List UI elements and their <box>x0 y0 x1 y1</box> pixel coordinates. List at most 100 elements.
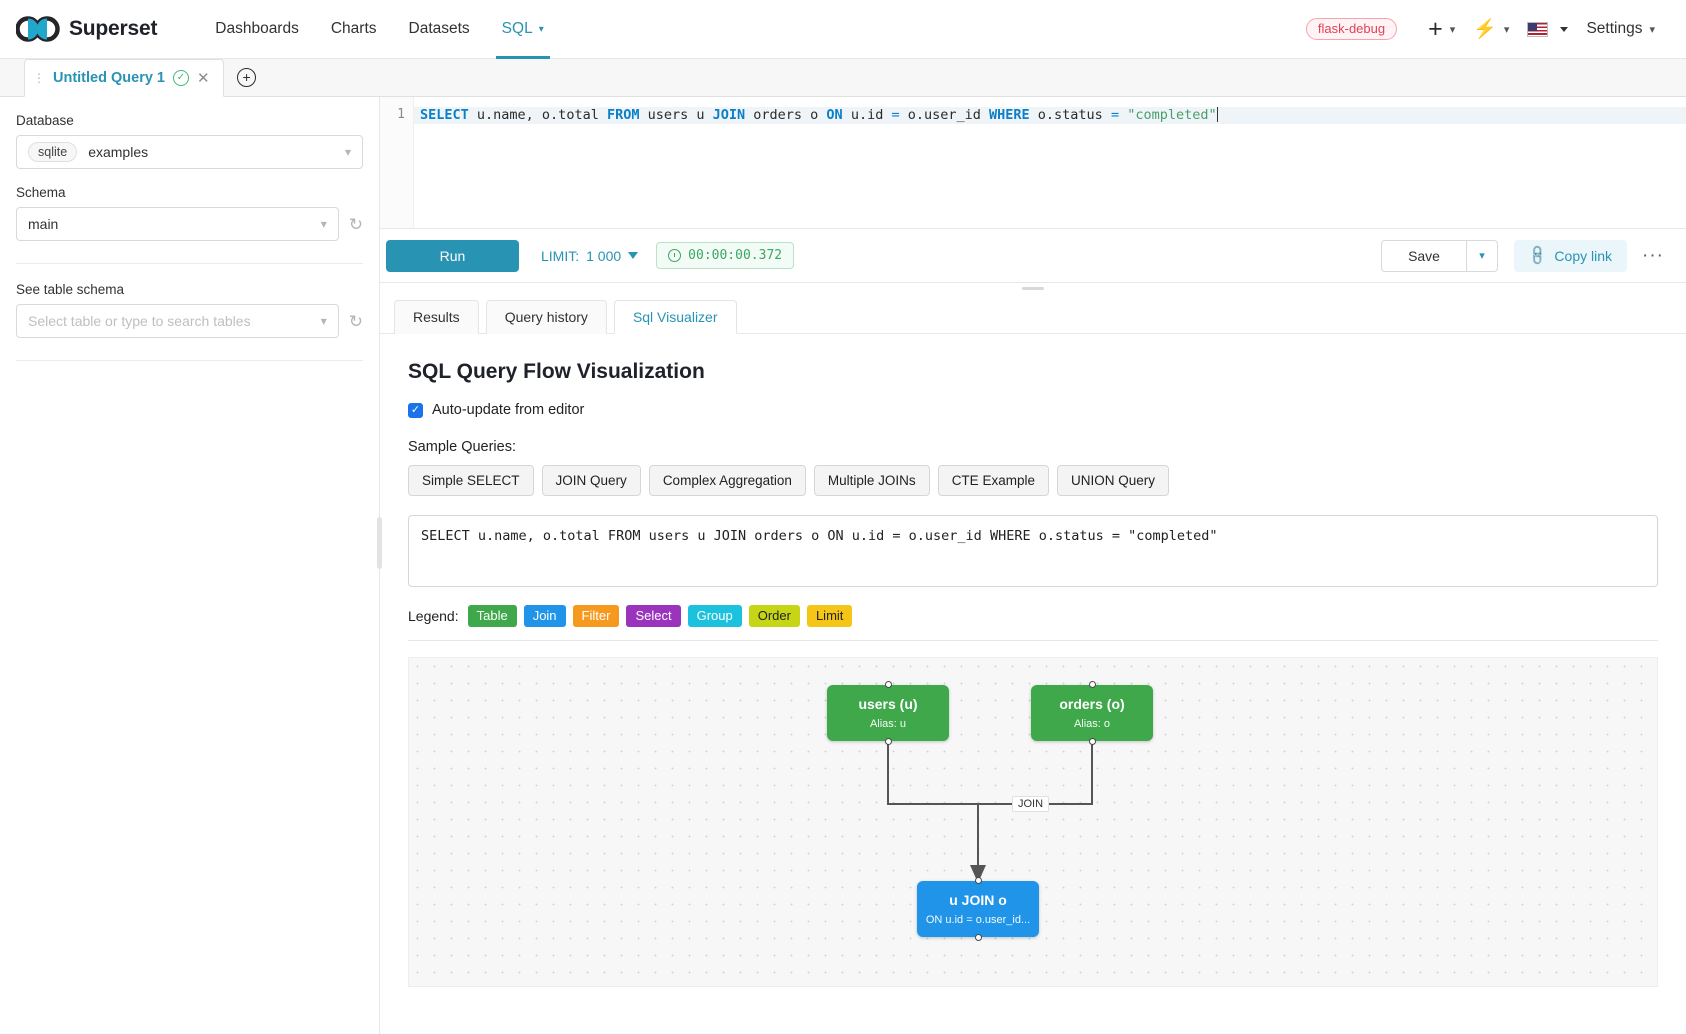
flow-node-users[interactable]: users (u)Alias: u <box>827 681 949 745</box>
actions-menu-button[interactable]: ⚡ ▾ <box>1464 20 1518 39</box>
flow-node-subtitle: Alias: o <box>1073 717 1111 730</box>
auto-update-row: ✓ Auto-update from editor <box>408 402 1658 418</box>
legend-badge-select: Select <box>626 605 681 627</box>
node-handle-top[interactable] <box>1088 681 1096 688</box>
panel-resize-handle[interactable] <box>377 517 382 569</box>
database-select[interactable]: sqlite examples ▾ <box>16 135 363 169</box>
auto-update-checkbox[interactable]: ✓ <box>408 402 423 418</box>
sql-token: users u <box>639 107 713 123</box>
nav-item-sql[interactable]: SQL ▾ <box>486 0 560 59</box>
table-placeholder: Select table or type to search tables <box>28 313 251 329</box>
sample-query-button-4[interactable]: CTE Example <box>937 465 1049 496</box>
flask-debug-badge: flask-debug <box>1305 18 1398 40</box>
nav-item-dashboards[interactable]: Dashboards <box>199 0 315 59</box>
sql-token: u.name, o.total <box>468 107 607 123</box>
flow-node-subtitle: Alias: u <box>869 717 907 730</box>
schema-row: main ▾ ↻ <box>16 207 363 241</box>
run-button[interactable]: Run <box>386 239 519 272</box>
save-dropdown-button[interactable]: ▾ <box>1466 239 1498 272</box>
copy-link-button[interactable]: 🔗 Copy link <box>1513 239 1628 272</box>
close-icon[interactable]: ✕ <box>197 70 210 87</box>
query-tab-untitled-query-1[interactable]: ⋮ Untitled Query 1 ✓ ✕ <box>24 59 224 97</box>
tab-results-label: Results <box>413 309 460 325</box>
chevron-down-icon: ▾ <box>1503 23 1510 36</box>
spacer <box>16 169 363 185</box>
editor-toolbar: Run LIMIT: 1 000 00:00:00.372 Save ▾ 🔗 C… <box>380 229 1686 283</box>
schema-value: main <box>28 216 59 232</box>
sidebar-divider-2 <box>16 360 363 361</box>
refresh-schema-icon[interactable]: ↻ <box>348 214 363 234</box>
node-handle-top[interactable] <box>884 681 892 688</box>
schema-select[interactable]: main ▾ <box>16 207 339 241</box>
more-options-button[interactable]: ··· <box>1642 245 1664 266</box>
node-handle-bottom[interactable] <box>1088 738 1096 745</box>
nav-item-datasets-label: Datasets <box>408 20 470 37</box>
settings-menu-button[interactable]: Settings ▾ <box>1577 20 1664 38</box>
sample-query-button-5[interactable]: UNION Query <box>1056 465 1169 496</box>
superset-infinity-icon <box>16 16 60 42</box>
nav-item-sql-label: SQL <box>501 20 533 37</box>
sample-query-button-2[interactable]: Complex Aggregation <box>648 465 806 496</box>
tab-results[interactable]: Results <box>394 300 479 334</box>
nav-item-charts[interactable]: Charts <box>315 0 393 59</box>
pane-drag-handle[interactable] <box>380 283 1686 293</box>
legend-badge-table: Table <box>467 605 517 627</box>
top-navbar: Superset Dashboards Charts Datasets SQL … <box>0 0 1686 59</box>
chevron-down-icon: ▾ <box>1449 23 1456 36</box>
refresh-tables-icon[interactable]: ↻ <box>348 311 363 331</box>
result-tabs: Results Query history Sql Visualizer <box>380 293 1686 334</box>
editor-pane: 1 SELECT u.name, o.total FROM users u JO… <box>380 97 1686 1034</box>
editor-code-area[interactable]: SELECT u.name, o.total FROM users u JOIN… <box>414 97 1686 228</box>
chevron-down-icon: ▾ <box>538 23 544 35</box>
node-handle-top[interactable] <box>974 877 982 884</box>
nav-item-dashboards-label: Dashboards <box>215 20 299 37</box>
new-query-tab-button[interactable]: + <box>224 58 270 96</box>
sample-query-button-0[interactable]: Simple SELECT <box>408 465 534 496</box>
auto-update-label: Auto-update from editor <box>432 402 585 418</box>
save-button[interactable]: Save <box>1381 239 1467 272</box>
sql-token: o.status <box>1029 107 1111 123</box>
brand-name: Superset <box>69 17 158 40</box>
flow-node-title: orders (o) <box>1059 696 1125 713</box>
chevron-down-icon: ▾ <box>344 145 351 159</box>
page-title: SQL Query Flow Visualization <box>408 360 705 383</box>
limit-dropdown[interactable]: LIMIT: 1 000 <box>541 248 639 264</box>
sql-editor[interactable]: 1 SELECT u.name, o.total FROM users u JO… <box>380 97 1686 229</box>
sql-token <box>1119 107 1127 123</box>
link-icon: 🔗 <box>1525 243 1550 267</box>
tab-query-history[interactable]: Query history <box>485 300 607 334</box>
flow-node-orders[interactable]: orders (o) Alias: o <box>1031 681 1153 745</box>
table-select[interactable]: Select table or type to search tables ▾ <box>16 304 339 338</box>
language-menu-button[interactable] <box>1518 21 1577 37</box>
save-button-group: Save ▾ <box>1381 239 1498 272</box>
legend-badge-filter: Filter <box>572 605 620 627</box>
table-schema-label: See table schema <box>16 282 125 297</box>
sql-input-textarea[interactable] <box>408 515 1658 587</box>
tab-sql-visualizer[interactable]: Sql Visualizer <box>613 300 737 334</box>
sample-queries-label: Sample Queries: <box>408 439 516 455</box>
sample-query-button-1[interactable]: JOIN Query <box>541 465 641 496</box>
new-menu-button[interactable]: + ▾ <box>1419 16 1464 42</box>
sample-query-button-3[interactable]: Multiple JOINs <box>813 465 930 496</box>
database-label: Database <box>16 113 74 128</box>
drag-handle-icon[interactable]: ⋮ <box>33 71 45 85</box>
sql-visualizer-panel: SQL Query Flow Visualization ✓ Auto-upda… <box>380 334 1686 1034</box>
primary-nav: Dashboards Charts Datasets SQL ▾ <box>199 0 559 59</box>
legend-badge-limit: Limit <box>806 605 853 627</box>
toolbar-right-group: Save ▾ 🔗 Copy link ··· <box>1381 239 1664 272</box>
sql-token: orders o <box>745 107 827 123</box>
workspace: Database sqlite examples ▾ Schema main ▾… <box>0 97 1686 1034</box>
database-engine-badge: sqlite <box>28 142 78 162</box>
nav-item-datasets[interactable]: Datasets <box>393 0 486 59</box>
node-handle-bottom[interactable] <box>974 934 982 941</box>
left-panel: Database sqlite examples ▾ Schema main ▾… <box>0 97 382 1034</box>
sql-token: u.id <box>842 107 892 123</box>
brand-logo-group[interactable]: Superset <box>16 16 157 42</box>
lightning-bolt-icon: ⚡ <box>1473 18 1497 40</box>
node-handle-bottom[interactable] <box>884 738 892 745</box>
